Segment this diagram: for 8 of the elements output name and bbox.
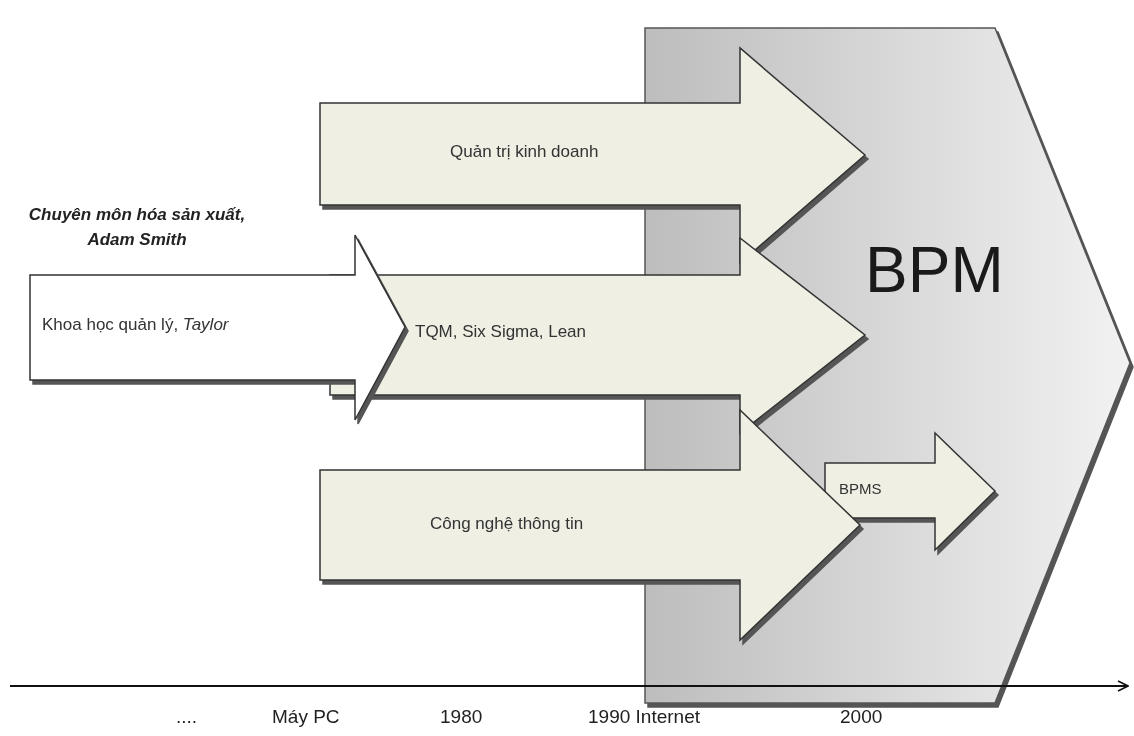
annotation-text: Chuyên môn hóa sản xuất, Adam Smith — [27, 204, 247, 251]
timeline-label: 1990 Internet — [588, 706, 700, 728]
chevron-label: BPM — [865, 233, 1004, 307]
timeline-label: .... — [176, 706, 198, 728]
pointed-banner: BPMS — [825, 433, 995, 550]
timeline-label: Máy PC — [272, 706, 340, 728]
timeline-label: 1980 — [440, 706, 483, 728]
timeline-label: 2000 — [840, 706, 883, 728]
